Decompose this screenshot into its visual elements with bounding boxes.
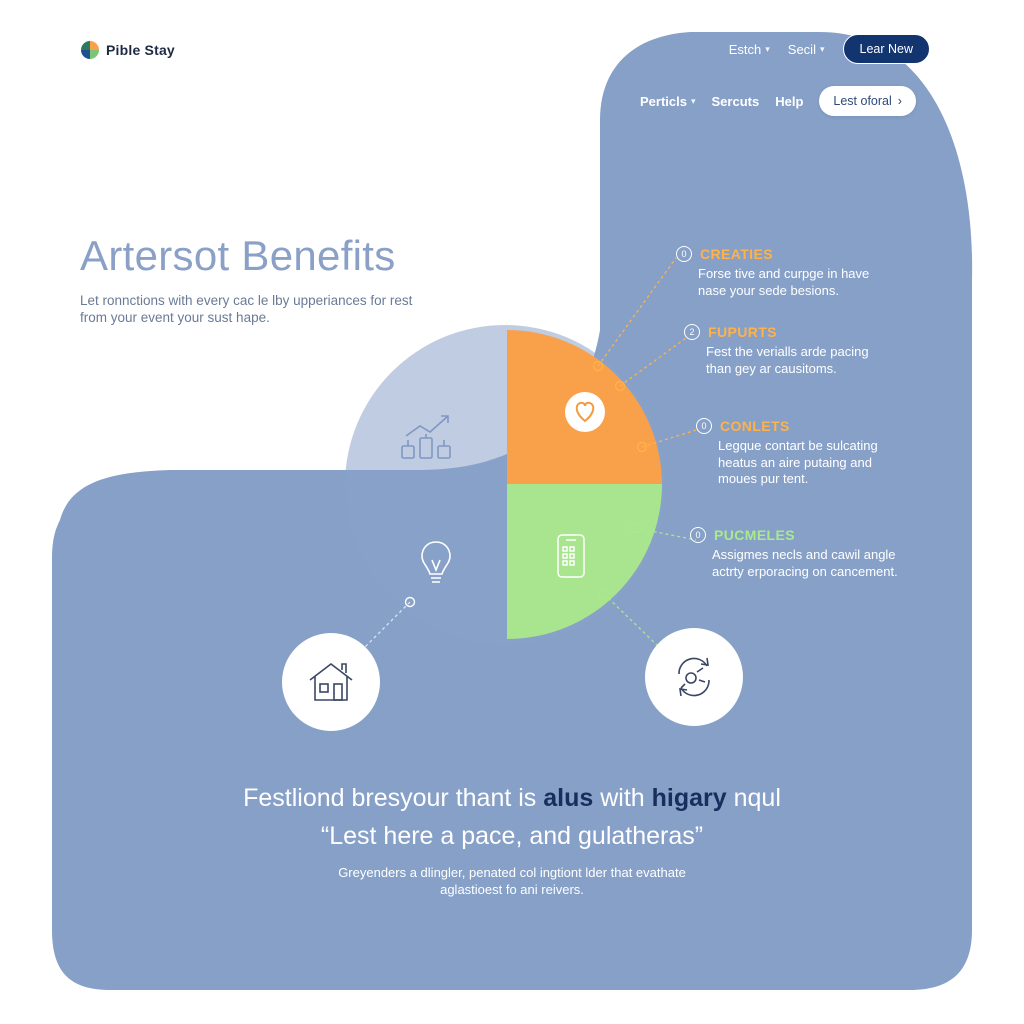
nav-link-estch[interactable]: Estch ▾ [729,42,770,57]
chevron-down-icon: ▾ [765,43,770,54]
feature-title: FUPURTS [708,324,777,340]
feature-number: 0 [690,527,706,543]
connector-lines [361,257,697,651]
refresh-circle[interactable] [645,628,743,726]
learn-new-button[interactable]: Lear New [842,34,930,64]
headline-part: with [593,784,652,812]
chevron-down-icon: ▾ [819,43,825,54]
feature-description: Fest the verialls arde pacing than gey a… [706,344,869,376]
nav-link-label: Help [775,93,804,109]
nav-link-perticls[interactable]: Perticls ▾ [640,94,696,109]
house-icon [309,662,353,701]
button-label: Lest oforal [833,94,892,108]
feature-creaties: 0 CREATIES Forse tive and curpge in have… [676,246,886,299]
headline-emphasis: higary [651,784,727,812]
headline-part: Festliond bresyour thant is [243,784,544,812]
nav-link-label: Estch [728,41,762,57]
lightbulb-icon [421,541,451,583]
nav-link-secil[interactable]: Secil ▾ [788,42,825,57]
feature-fupurts: 2 FUPURTS Fest the verialls arde pacing … [684,324,894,377]
page-title: Artersot Benefits [80,232,396,279]
house-circle[interactable] [282,633,380,731]
feature-pucmeles: 0 PUCMELES Assigmes necls and cawil angl… [690,527,900,580]
nav-link-sercuts[interactable]: Sercuts [712,94,760,109]
chevron-down-icon: ▾ [690,95,696,106]
feature-number: 2 [684,324,700,340]
feature-number: 0 [676,246,692,262]
secondary-nav: Perticls ▾ Sercuts Help Lest oforal › [640,86,916,116]
headline-part: nqul [726,784,781,812]
feature-description: Assigmes necls and cawil angle actrty er… [712,547,898,579]
growth-chart-icon [401,415,451,459]
feature-title: PUCMELES [714,527,795,543]
top-nav: Estch ▾ Secil ▾ Lear New [729,34,930,64]
lest-oforal-button[interactable]: Lest oforal › [819,86,916,116]
headline-emphasis: alus [543,784,594,812]
feature-description: Legque contart be sulcating heatus an ai… [718,438,878,486]
feature-description: Forse tive and curpge in have nase your … [698,266,870,298]
bottom-quote: “Lest here a pace, and gulatheras” [320,822,704,850]
hero-subtitle: Let ronnctions with every cac le lby upp… [80,293,413,325]
nav-link-label: Secil [787,41,816,57]
feature-title: CONLETS [720,418,790,434]
nav-link-label: Perticls [640,93,687,109]
heart-icon [565,392,605,432]
brand-logo[interactable]: Pible Stay [80,40,175,60]
feature-title: CREATIES [700,246,773,262]
connector-dots [404,360,648,608]
refresh-cycle-icon [678,657,710,697]
pinwheel-logo-icon [81,41,99,59]
nav-link-label: Sercuts [711,93,760,109]
brand-name: Pible Stay [106,42,175,58]
nav-link-help[interactable]: Help [775,94,803,109]
feature-number: 0 [696,418,712,434]
bottom-headline: Festliond bresyour thant is alus with hi… [0,784,1024,813]
phone-icon [557,534,585,578]
feature-conlets: 0 CONLETS Legque contart be sulcating he… [696,418,906,488]
bottom-description: Greyenders a dlingler, penated col ingti… [338,865,686,897]
chevron-right-icon: › [897,94,902,108]
